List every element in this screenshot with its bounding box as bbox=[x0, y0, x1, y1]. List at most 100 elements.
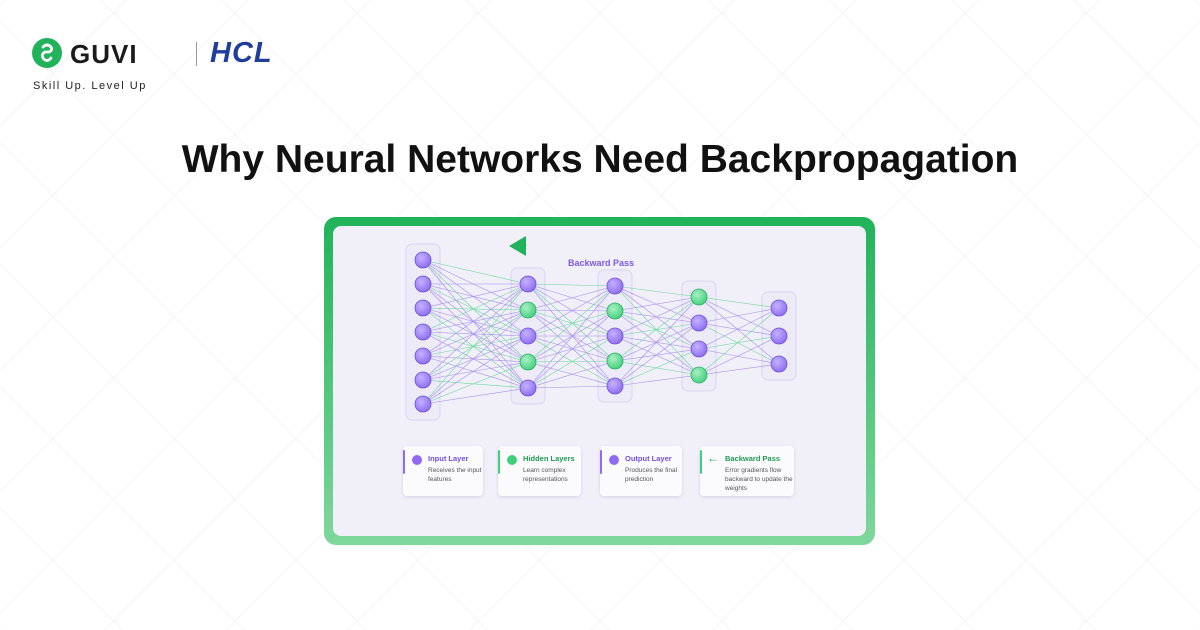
connection-line bbox=[527, 385, 616, 389]
node-input-6 bbox=[414, 371, 432, 389]
connection-line bbox=[527, 335, 616, 387]
legend-description: Receives the input features bbox=[428, 467, 482, 483]
arrow-left-icon: ← bbox=[707, 451, 719, 465]
connection-line bbox=[527, 309, 616, 312]
connection-line bbox=[614, 296, 700, 337]
node-input-3 bbox=[414, 299, 432, 317]
connection-line bbox=[698, 322, 780, 365]
connection-line bbox=[422, 283, 529, 389]
connection-line bbox=[614, 285, 700, 298]
connection-line bbox=[527, 283, 616, 387]
node-hidden-3-4 bbox=[690, 366, 708, 384]
connection-line bbox=[614, 322, 700, 337]
connection-line bbox=[698, 307, 780, 324]
connection-line bbox=[422, 283, 529, 363]
node-output-3 bbox=[770, 355, 788, 373]
connection-line bbox=[527, 283, 616, 337]
node-hidden-1-3 bbox=[519, 327, 537, 345]
connection-line bbox=[422, 307, 529, 311]
connection-line bbox=[422, 259, 529, 311]
brand-tagline: Skill Up. Level Up bbox=[33, 80, 147, 92]
connection-line bbox=[614, 285, 700, 376]
brand-header: GUVI HCL Skill Up. Level Up bbox=[32, 38, 332, 98]
connection-line bbox=[422, 283, 529, 309]
connection-line bbox=[422, 335, 529, 357]
connection-line bbox=[614, 310, 700, 350]
connection-line bbox=[614, 335, 700, 376]
connection-line bbox=[698, 307, 780, 350]
connection-line bbox=[422, 283, 529, 311]
connection-line bbox=[614, 335, 700, 350]
connection-line bbox=[422, 361, 529, 405]
connection-line bbox=[422, 335, 529, 381]
legend-dot-icon bbox=[507, 455, 517, 465]
connection-line bbox=[698, 335, 780, 376]
connection-line bbox=[527, 283, 616, 287]
node-hidden-3-2 bbox=[690, 314, 708, 332]
node-hidden-2-2 bbox=[606, 302, 624, 320]
connection-line bbox=[422, 259, 529, 337]
connection-line bbox=[422, 331, 529, 363]
legend-accent-bar bbox=[600, 450, 602, 474]
connection-line bbox=[422, 361, 529, 381]
connection-line bbox=[527, 285, 616, 363]
connection-line bbox=[698, 348, 780, 365]
backward-pass-label: Backward Pass bbox=[567, 258, 635, 268]
connection-line bbox=[527, 285, 616, 337]
node-output-2 bbox=[770, 327, 788, 345]
connection-line bbox=[422, 309, 529, 381]
legend-title: Backward Pass bbox=[725, 454, 781, 463]
connection-line bbox=[614, 322, 700, 387]
legend-title: Input Layer bbox=[428, 454, 469, 463]
connection-line bbox=[614, 360, 700, 376]
connection-line bbox=[698, 363, 780, 376]
connection-line bbox=[422, 259, 529, 285]
node-input-7 bbox=[414, 395, 432, 413]
connection-line bbox=[698, 296, 780, 337]
backward-arrow-head-icon bbox=[509, 236, 526, 256]
connection-line bbox=[422, 331, 529, 337]
connection-line bbox=[527, 309, 616, 362]
connection-line bbox=[614, 296, 700, 312]
connection-line bbox=[614, 348, 700, 387]
node-hidden-2-3 bbox=[606, 327, 624, 345]
connection-line bbox=[527, 335, 616, 389]
connection-line bbox=[614, 310, 700, 324]
hcl-wordmark: HCL bbox=[210, 37, 273, 69]
connection-line bbox=[614, 310, 700, 376]
node-hidden-3-1 bbox=[690, 288, 708, 306]
legend-title: Output Layer bbox=[625, 454, 672, 463]
connection-line bbox=[614, 374, 700, 387]
connection-line bbox=[527, 309, 616, 387]
connection-line bbox=[422, 309, 529, 333]
connection-line bbox=[422, 355, 529, 363]
connection-line bbox=[527, 361, 616, 387]
page-title: Why Neural Networks Need Backpropagation bbox=[181, 138, 1019, 181]
brand-divider bbox=[196, 42, 197, 66]
connection-line bbox=[422, 283, 529, 405]
node-input-5 bbox=[414, 347, 432, 365]
connection-line bbox=[614, 348, 700, 362]
connection-line bbox=[527, 310, 616, 389]
connection-line bbox=[527, 310, 616, 337]
connection-line bbox=[527, 283, 616, 362]
connection-line bbox=[422, 283, 529, 357]
connection-line bbox=[422, 283, 529, 333]
connection-line bbox=[422, 379, 529, 389]
guvi-wordmark: GUVI bbox=[70, 39, 138, 69]
legend-accent-bar bbox=[403, 450, 405, 474]
connection-line bbox=[698, 296, 780, 365]
connection-line bbox=[698, 296, 780, 309]
legend-accent-bar bbox=[700, 450, 702, 474]
connection-line bbox=[422, 331, 529, 389]
connection-line bbox=[614, 285, 700, 350]
node-hidden-2-1 bbox=[606, 277, 624, 295]
connection-line bbox=[527, 283, 616, 312]
connection-line bbox=[422, 307, 529, 337]
node-input-2 bbox=[414, 275, 432, 293]
connection-line bbox=[422, 309, 529, 405]
connections bbox=[422, 259, 780, 405]
